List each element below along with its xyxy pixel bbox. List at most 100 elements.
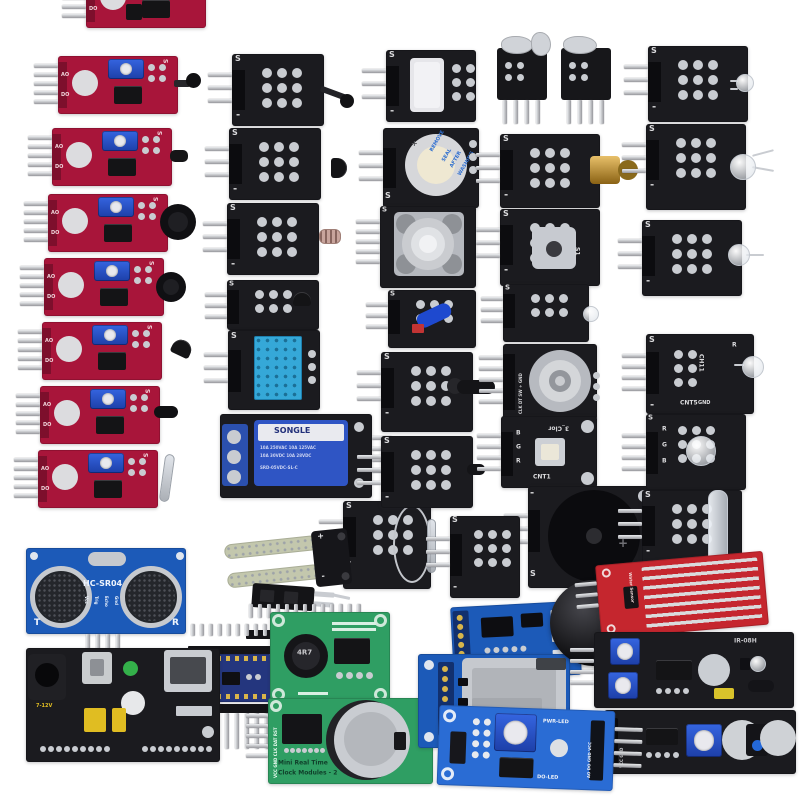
metal-clip [563,36,597,54]
label: - [650,178,655,190]
label: SONGLE [274,426,311,435]
label: S [142,453,149,458]
solder-pad [138,202,145,209]
solder-pad [287,232,297,242]
pin [191,624,195,636]
reed-switch [427,519,436,573]
solder-pad [272,247,282,257]
component-dot [168,212,188,232]
ic-chip [98,352,126,370]
solder-pad [474,544,483,553]
component-dot [424,660,434,670]
component-dot [752,740,763,751]
solder-pad [308,363,316,371]
solder-pad [702,534,712,544]
solder-pad [148,64,155,71]
pin [236,624,240,636]
solder-pad [702,264,712,274]
component [412,324,424,333]
component [646,352,659,394]
pin [567,100,571,124]
solder-pad [517,74,524,81]
solder-pad [706,168,716,178]
component [86,0,95,22]
solder-pad [174,746,180,752]
solder-pad [426,366,436,376]
pin [254,624,258,636]
component-dot [66,142,92,168]
ky-hall-magnetic-module: S [205,280,319,330]
component-dot [546,241,562,257]
label: CH11 [698,354,705,372]
pin [205,173,229,177]
solder-pad [388,515,398,525]
white-led-module: S- [618,220,764,296]
component [48,200,57,246]
pin [366,314,388,318]
component [222,672,240,685]
solder-pad [706,426,715,435]
pin [481,308,503,312]
component [648,62,661,102]
ky-tilt-switch-module: S- [362,50,476,122]
pin [476,228,500,232]
solder-pad [664,752,670,758]
ic-chip [108,158,136,176]
solder-pad [442,686,448,692]
potentiometer-dial [693,730,715,751]
solder-pad [545,178,555,188]
solder-pad [149,213,156,220]
pin [218,624,222,636]
ky-tilt-blue-module: S [366,290,476,348]
pin [479,389,503,393]
solder-pad [545,163,555,173]
solder-pad [336,672,343,679]
label: B [662,457,667,464]
solder-pad [469,153,477,161]
component-dot [354,422,364,432]
pin [479,367,503,371]
ic-chip [94,480,122,498]
solder-pad [493,646,500,654]
component-dot [176,552,184,560]
solder-pad [708,90,718,100]
solder-pad [143,341,150,348]
solder-pad [466,78,475,87]
solder-pad [72,746,78,752]
wire-lead [730,88,738,90]
pin [28,145,52,149]
solder-pad [452,64,461,73]
solder-pad [678,440,687,449]
pin [246,744,268,748]
label: S1 [574,247,581,256]
solder-pad [153,147,160,154]
label: S [651,46,657,55]
pin [24,229,48,233]
solder-pad [472,729,480,737]
solder-pad [166,746,172,752]
pin [24,238,48,242]
pin [357,397,381,401]
component [386,66,399,106]
solder-pad [40,746,46,752]
potentiometer [102,131,138,151]
sensor-traces [641,557,763,630]
pin [357,481,381,485]
pin [479,378,503,382]
solder-pad [411,480,421,490]
solder-pad [678,60,688,70]
label: 10A 250VAC 10A 125VAC [260,445,316,450]
solder-pad [426,465,436,475]
ir-obstacle-avoidance-module: IR-08H [570,632,794,708]
component [449,731,467,764]
component [450,534,462,576]
pin [366,303,388,307]
mini-module-pair [497,32,615,124]
gold-pads [190,694,268,699]
component-dot [72,70,98,96]
pin [34,64,58,68]
potentiometer-dial [616,643,634,660]
solder-pad [678,454,687,463]
solder-pad [560,178,570,188]
